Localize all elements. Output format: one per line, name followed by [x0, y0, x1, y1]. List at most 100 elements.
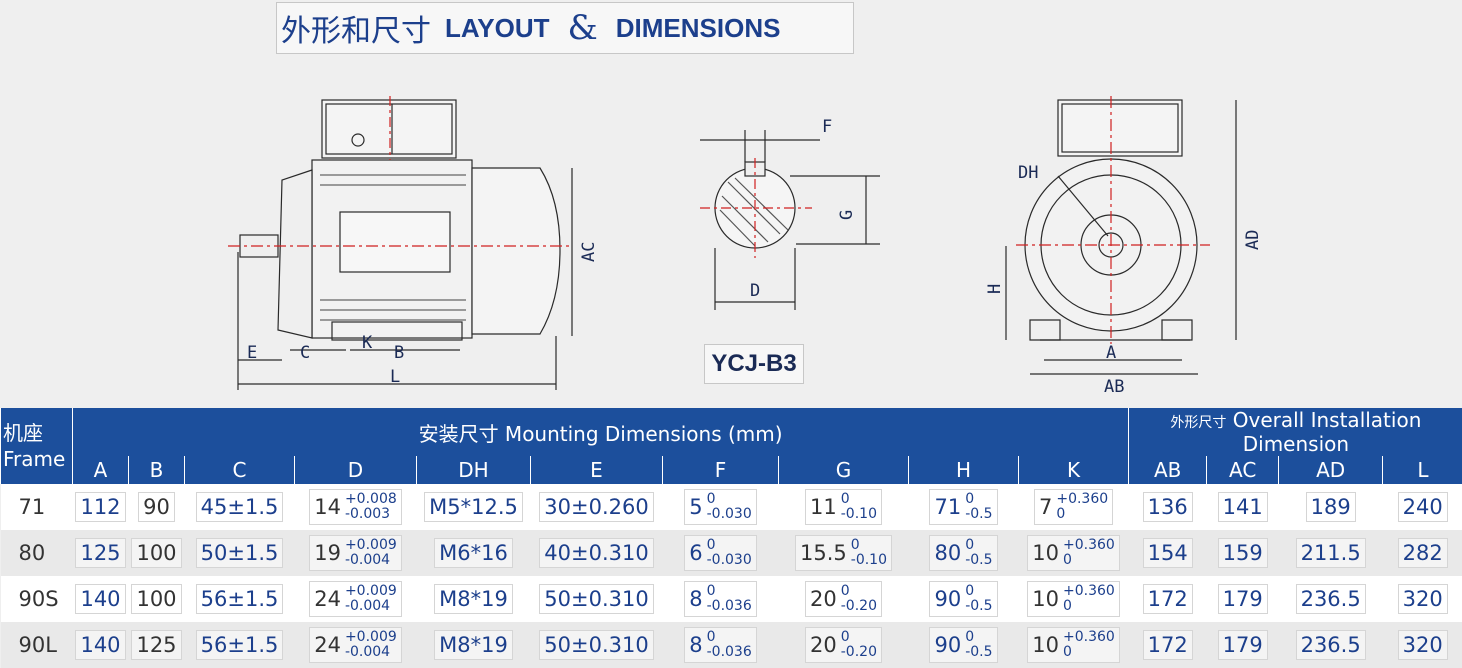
tolerance-upper: 0 — [965, 584, 992, 599]
tolerance: 0-0.20 — [841, 630, 877, 660]
model-label: YCJ-B3 — [704, 344, 804, 384]
column-header-a: A — [73, 456, 129, 484]
cell-a: 140 — [73, 622, 129, 668]
title-chinese: 外形和尺寸 — [281, 6, 431, 50]
cell-box: 40±0.310 — [539, 538, 653, 568]
cell-e: 30±0.260 — [531, 484, 663, 530]
cell-dh: M8*19 — [417, 622, 531, 668]
cell-value: 24 — [314, 633, 341, 657]
tolerance-lower: -0.20 — [841, 599, 877, 614]
tolerance: 0-0.10 — [841, 492, 877, 522]
cell-value: 90 — [934, 587, 961, 611]
cell-value: 179 — [1223, 633, 1263, 657]
cell-value: 7 — [1039, 495, 1052, 519]
cell-value: 282 — [1403, 541, 1443, 565]
cell-box: M5*12.5 — [424, 492, 523, 522]
cell-c: 50±1.5 — [185, 530, 295, 576]
cell-value: 56±1.5 — [201, 587, 279, 611]
cell-value: 141 — [1223, 495, 1263, 519]
title-dimensions: DIMENSIONS — [616, 13, 781, 44]
cell-value: 125 — [136, 633, 176, 657]
tolerance-lower: -0.5 — [965, 553, 992, 568]
cell-value: 50±0.310 — [544, 633, 648, 657]
cell-value: 15.5 — [800, 541, 847, 565]
cell-a: 140 — [73, 576, 129, 622]
tolerance-upper: +0.360 — [1056, 492, 1108, 507]
cell-value: 10 — [1032, 541, 1059, 565]
cell-box: 125 — [131, 630, 181, 660]
tolerance: 0-0.5 — [965, 538, 992, 568]
frame-cell: 80 — [1, 530, 73, 576]
cell-box: 320 — [1398, 630, 1448, 660]
tolerance-lower: -0.036 — [707, 599, 752, 614]
cell-value: 50±1.5 — [201, 541, 279, 565]
tolerance: +0.009-0.004 — [345, 538, 397, 568]
column-header-h: H — [909, 456, 1019, 484]
cell-value: 236.5 — [1301, 587, 1361, 611]
cell-l: 282 — [1383, 530, 1462, 576]
column-header-ab: AB — [1129, 456, 1207, 484]
cell-value: 40±0.310 — [544, 541, 648, 565]
label-AC: AC — [579, 242, 599, 262]
cell-value: 10 — [1032, 587, 1059, 611]
label-E: E — [247, 343, 257, 363]
label-G: G — [837, 210, 857, 220]
label-D: D — [750, 281, 760, 301]
cell-box: 179 — [1218, 630, 1268, 660]
tolerance-upper: +0.360 — [1063, 538, 1115, 553]
tolerance-lower: 0 — [1056, 507, 1108, 522]
tolerance-upper: +0.009 — [345, 538, 397, 553]
cell-box: 45±1.5 — [196, 492, 284, 522]
column-header-e: E — [531, 456, 663, 484]
tolerance: 0-0.10 — [851, 538, 887, 568]
label-L: L — [390, 367, 400, 387]
cell-box: 50±0.310 — [539, 584, 653, 614]
cell-ac: 159 — [1207, 530, 1279, 576]
cell-value: 10 — [1032, 633, 1059, 657]
cell-value: 172 — [1148, 587, 1188, 611]
label-DH: DH — [1018, 163, 1038, 183]
cell-value: 20 — [810, 587, 837, 611]
mounting-dimensions-header: 安装尺寸 Mounting Dimensions (mm) — [73, 408, 1129, 456]
cell-ab: 172 — [1129, 622, 1207, 668]
cell-box: 282 — [1398, 538, 1448, 568]
label-AB: AB — [1104, 377, 1124, 397]
cell-value: 172 — [1148, 633, 1188, 657]
cell-value: 19 — [314, 541, 341, 565]
cell-box: 50±1.5 — [196, 538, 284, 568]
tolerance-lower: 0 — [1063, 599, 1115, 614]
cell-value: 154 — [1148, 541, 1188, 565]
tolerance-lower: -0.030 — [707, 507, 752, 522]
cell-value: 56±1.5 — [201, 633, 279, 657]
cell-value: 320 — [1403, 587, 1443, 611]
cell-e: 50±0.310 — [531, 576, 663, 622]
cell-box: 179 — [1218, 584, 1268, 614]
column-header-dh: DH — [417, 456, 531, 484]
cell-ab: 172 — [1129, 576, 1207, 622]
cell-box: 56±1.5 — [196, 630, 284, 660]
cell-a: 112 — [73, 484, 129, 530]
tolerance-lower: -0.030 — [707, 553, 752, 568]
cell-b: 100 — [129, 576, 185, 622]
cell-value: 211.5 — [1301, 541, 1361, 565]
tolerance: 0-0.5 — [965, 492, 992, 522]
tolerance-upper: 0 — [707, 538, 752, 553]
tolerance-upper: +0.360 — [1063, 584, 1115, 599]
